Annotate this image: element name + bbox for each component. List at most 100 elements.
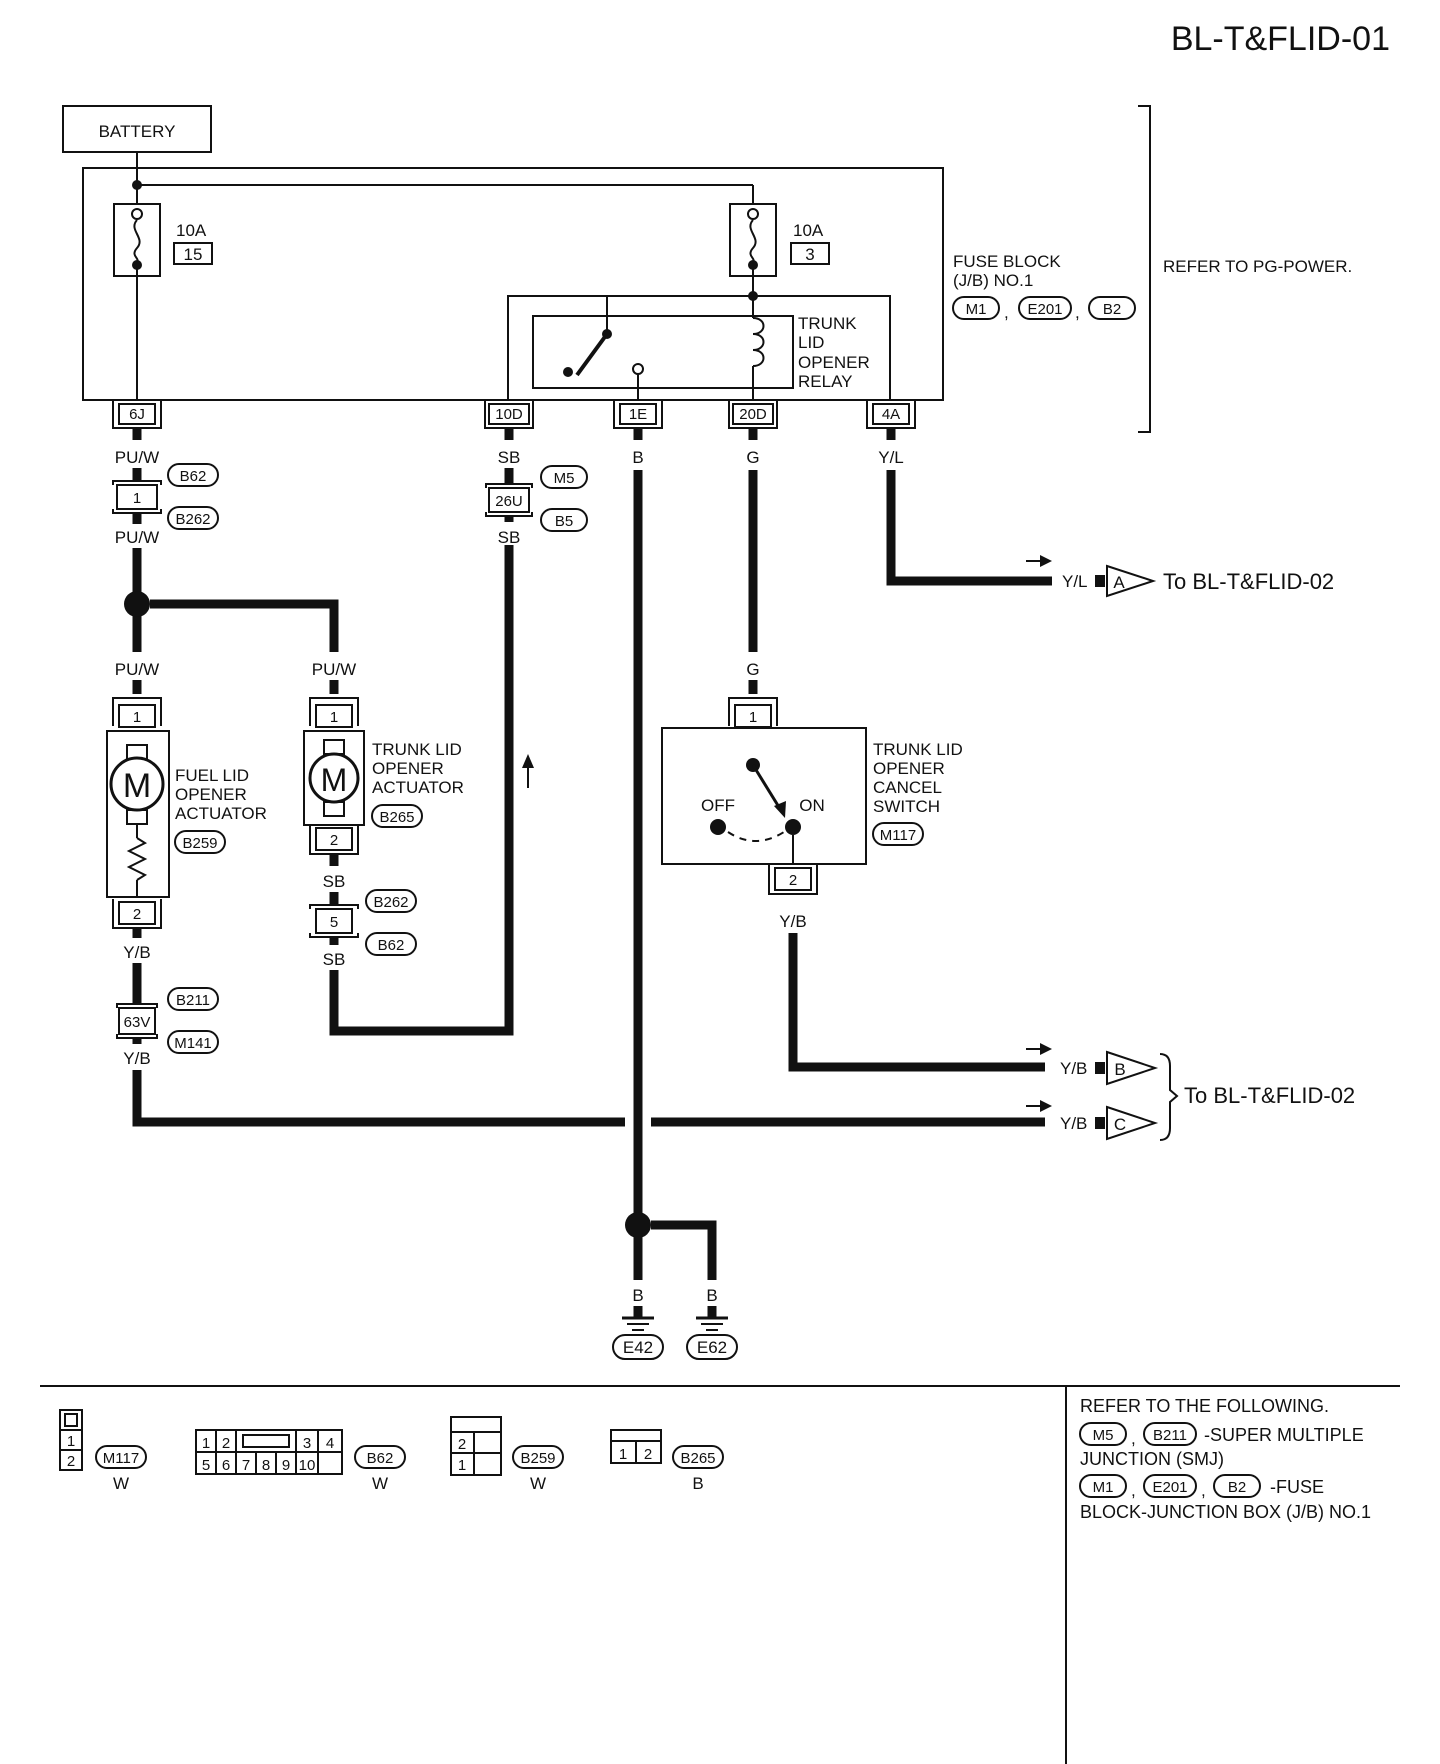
fuse-3-amp: 10A xyxy=(793,221,824,240)
svg-text:2: 2 xyxy=(458,1436,466,1453)
svg-text:2: 2 xyxy=(222,1435,230,1452)
svg-text:3: 3 xyxy=(303,1435,311,1452)
relay-inner xyxy=(532,315,794,389)
refer-following: REFER TO THE FOLLOWING. M5 , B211 -SUPER… xyxy=(1079,1396,1371,1522)
svg-text:ACTUATOR: ACTUATOR xyxy=(175,804,267,823)
wire-puw-4: PU/W xyxy=(312,660,356,679)
junction-b62-b262: 1 B62 B262 xyxy=(112,463,219,530)
svg-text:9: 9 xyxy=(282,1457,290,1474)
svg-text:B: B xyxy=(1114,1060,1125,1079)
svg-text:B262: B262 xyxy=(373,894,408,911)
terminal-10d: 10D xyxy=(484,400,534,429)
svg-text:M117: M117 xyxy=(880,827,916,844)
svg-text:B259: B259 xyxy=(520,1450,555,1467)
ground-e42: E42 xyxy=(612,1306,664,1360)
wire-g-1: G xyxy=(746,448,759,467)
svg-text:B: B xyxy=(692,1474,703,1493)
svg-text:OFF: OFF xyxy=(701,796,735,815)
svg-text:A: A xyxy=(1113,573,1125,592)
connector-view-b259: 2 1 B259 W xyxy=(450,1416,564,1493)
svg-text:M1: M1 xyxy=(1093,1479,1114,1496)
svg-text:M5: M5 xyxy=(1093,1427,1114,1444)
svg-text:E62: E62 xyxy=(697,1338,727,1357)
connector-view-m117: 1 2 M117 W xyxy=(59,1409,147,1493)
svg-text:B62: B62 xyxy=(367,1450,394,1467)
to-label-a: To BL-T&FLID-02 xyxy=(1163,569,1334,594)
fuse-3-num: 3 xyxy=(805,245,814,264)
fb-conn-b2: B2 xyxy=(1103,301,1121,318)
svg-text:BLOCK-JUNCTION BOX (J/B) NO.1: BLOCK-JUNCTION BOX (J/B) NO.1 xyxy=(1080,1502,1371,1522)
svg-text:1: 1 xyxy=(133,709,141,726)
svg-text:M5: M5 xyxy=(554,470,575,487)
svg-text:1: 1 xyxy=(749,709,757,726)
ground-e62: E62 xyxy=(686,1306,738,1360)
battery-label: BATTERY xyxy=(99,122,176,141)
svg-text:B265: B265 xyxy=(379,809,414,826)
svg-text:1: 1 xyxy=(458,1457,466,1474)
trunk-lid-actuator: 1 M 2 TRUNK LID OPENER ACTUATOR B265 xyxy=(303,697,464,855)
connector-view-b265: 1 2 B265 B xyxy=(610,1429,724,1493)
wire-b-3: B xyxy=(706,1286,717,1305)
terminal-6j: 6J xyxy=(112,400,162,429)
svg-text:TRUNK LID: TRUNK LID xyxy=(372,740,462,759)
svg-text:OPENER: OPENER xyxy=(175,785,247,804)
svg-text:B262: B262 xyxy=(175,511,210,528)
wire-sb-2: SB xyxy=(498,528,521,547)
output-a: Y/L A To BL-T&FLID-02 xyxy=(1026,555,1334,598)
svg-text:6: 6 xyxy=(222,1457,230,1474)
wire-sb-4: SB xyxy=(323,950,346,969)
svg-text:REFER TO THE FOLLOWING.: REFER TO THE FOLLOWING. xyxy=(1080,1396,1329,1416)
fuel-lid-actuator: 1 M 2 FUEL LID OPENER ACTUATOR B259 xyxy=(106,697,267,929)
fb-conn-e201: E201 xyxy=(1027,301,1062,318)
svg-text:W: W xyxy=(372,1474,388,1493)
relay-label-4: RELAY xyxy=(798,372,853,391)
trunk-lid-cancel-switch: 1 OFF ON 2 TRUNK LID OPENER CANCEL SWITC… xyxy=(661,697,963,895)
junction-m5-b5: 26U M5 B5 xyxy=(485,465,588,532)
svg-text:E201: E201 xyxy=(1152,1479,1187,1496)
svg-text:B62: B62 xyxy=(180,468,207,485)
wire-sb-1: SB xyxy=(498,448,521,467)
svg-text:1: 1 xyxy=(133,490,141,507)
wire-sb-3: SB xyxy=(323,872,346,891)
svg-text:OPENER: OPENER xyxy=(372,759,444,778)
terminal-20d: 20D xyxy=(728,400,778,429)
svg-text:OPENER: OPENER xyxy=(873,759,945,778)
svg-text:2: 2 xyxy=(67,1453,75,1470)
output-b: Y/B B xyxy=(1026,1043,1159,1086)
relay-outer xyxy=(507,295,891,401)
svg-text:Y/L: Y/L xyxy=(1062,572,1088,591)
svg-text:B211: B211 xyxy=(1153,1427,1187,1444)
svg-text:1: 1 xyxy=(202,1435,210,1452)
svg-text:JUNCTION (SMJ): JUNCTION (SMJ) xyxy=(1080,1449,1224,1469)
terminal-4a: 4A xyxy=(866,400,916,429)
svg-text:2: 2 xyxy=(133,906,141,923)
svg-text:ACTUATOR: ACTUATOR xyxy=(372,778,464,797)
svg-text:ON: ON xyxy=(799,796,825,815)
svg-text:B5: B5 xyxy=(555,513,573,530)
to-label-bc: To BL-T&FLID-02 xyxy=(1184,1083,1355,1108)
svg-text:10D: 10D xyxy=(495,406,523,423)
terminal-1e: 1E xyxy=(613,400,663,429)
refer-pg-power: REFER TO PG-POWER. xyxy=(1163,257,1352,276)
fuse-15-num: 15 xyxy=(184,245,203,264)
svg-text:5: 5 xyxy=(202,1457,210,1474)
svg-text:M: M xyxy=(123,767,151,805)
svg-text:1: 1 xyxy=(67,1433,75,1450)
svg-text:4A: 4A xyxy=(882,406,900,423)
page-id: BL-T&FLID-01 xyxy=(1171,20,1390,58)
svg-text:B62: B62 xyxy=(378,937,405,954)
svg-text:W: W xyxy=(113,1474,129,1493)
svg-text:CANCEL: CANCEL xyxy=(873,778,942,797)
svg-text:B259: B259 xyxy=(182,835,217,852)
svg-text:5: 5 xyxy=(330,914,338,931)
svg-text:1: 1 xyxy=(619,1446,627,1463)
svg-text:W: W xyxy=(530,1474,546,1493)
fuse-block-title: FUSE BLOCK xyxy=(953,252,1061,271)
svg-text:6J: 6J xyxy=(129,406,145,423)
connector-view-b62: 1 2 3 4 5 6 7 8 9 10 B62 W xyxy=(195,1429,406,1493)
svg-text:-FUSE: -FUSE xyxy=(1270,1477,1324,1497)
wire-yb-1: Y/B xyxy=(123,943,150,962)
svg-text:-SUPER MULTIPLE: -SUPER MULTIPLE xyxy=(1204,1425,1364,1445)
svg-text:SWITCH: SWITCH xyxy=(873,797,940,816)
svg-text:B211: B211 xyxy=(176,992,210,1009)
